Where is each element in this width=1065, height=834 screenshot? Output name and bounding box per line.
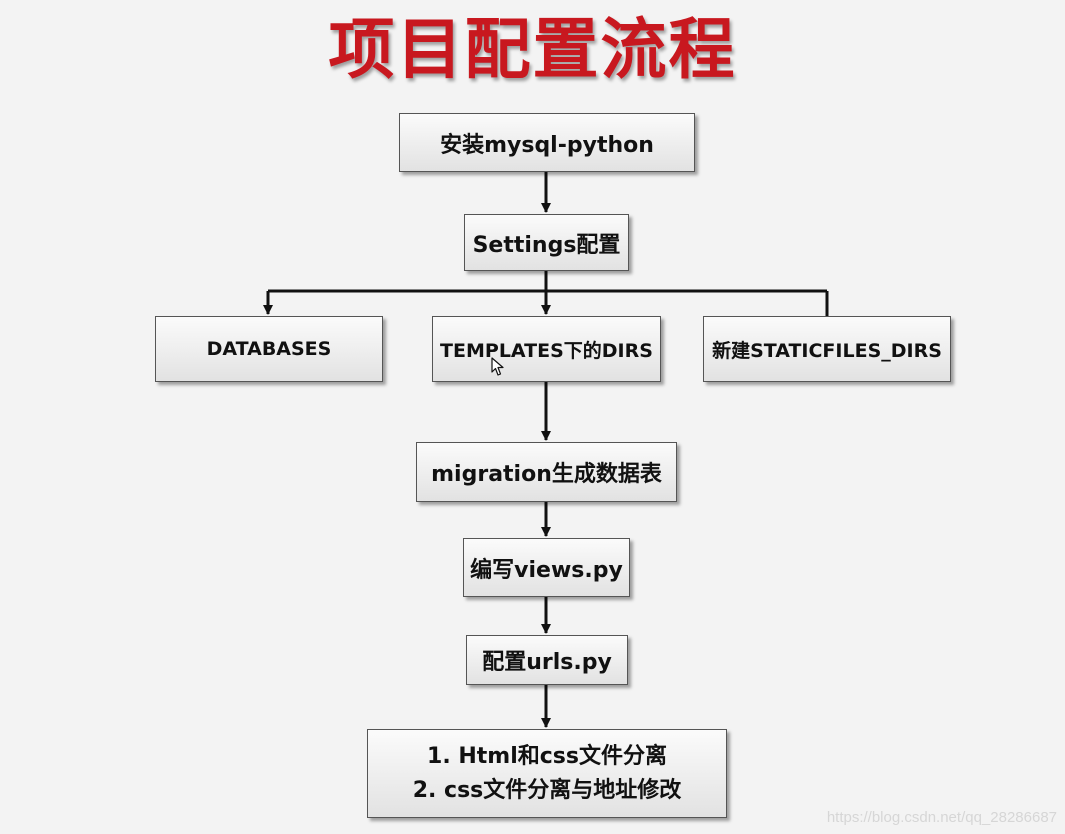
watermark-url: https://blog.csdn.net/qq_28286687 — [826, 809, 1057, 826]
node-html-css-separation: 1. Html和css文件分离 2. css文件分离与地址修改 — [367, 729, 727, 818]
node-install-label: 安装mysql-python — [440, 132, 654, 158]
node-migration-label: migration生成数据表 — [431, 462, 662, 487]
node-templates-label: TEMPLATES下的DIRS — [440, 339, 653, 362]
node-install-mysql-python: 安装mysql-python — [399, 113, 695, 172]
node-databases: DATABASES — [155, 316, 383, 382]
node-staticfiles-dirs: 新建STATICFILES_DIRS — [703, 316, 951, 382]
node-templates-dirs: TEMPLATES下的DIRS — [432, 316, 661, 382]
node-databases-label: DATABASES — [206, 338, 332, 360]
node-settings-config: Settings配置 — [464, 214, 629, 271]
mouse-cursor-icon — [491, 357, 504, 376]
node-migration: migration生成数据表 — [416, 442, 677, 502]
node-final-lines: 1. Html和css文件分离 2. css文件分离与地址修改 — [413, 740, 682, 808]
node-final-line-1: 1. Html和css文件分离 — [427, 743, 667, 769]
diagram-title: 项目配置流程 — [328, 11, 737, 88]
node-final-line-2: 2. css文件分离与地址修改 — [412, 777, 682, 803]
node-settings-label: Settings配置 — [472, 232, 621, 258]
node-staticfiles-label: 新建STATICFILES_DIRS — [712, 339, 942, 362]
node-views-label: 编写views.py — [470, 557, 623, 583]
node-config-urls: 配置urls.py — [466, 635, 628, 685]
node-urls-label: 配置urls.py — [482, 650, 612, 675]
node-write-views: 编写views.py — [463, 538, 630, 597]
